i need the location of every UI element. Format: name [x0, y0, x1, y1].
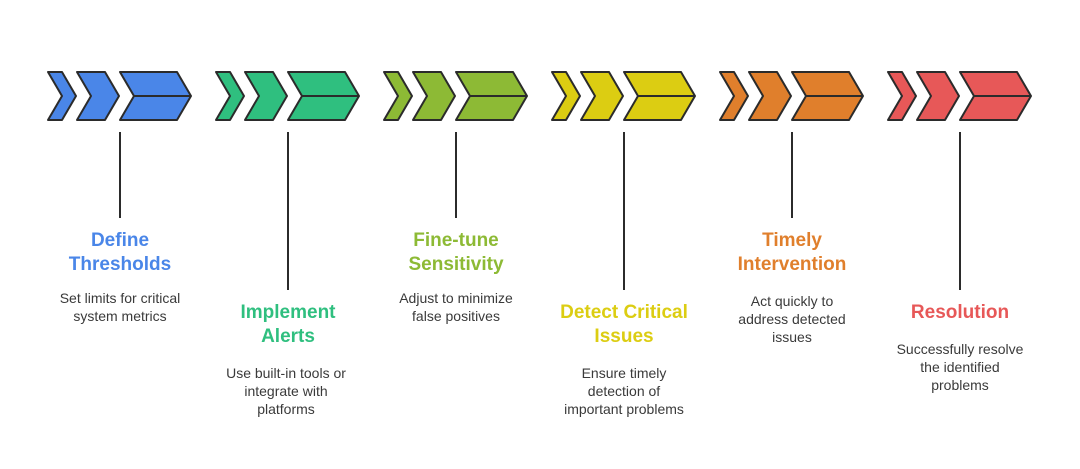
chevron-small-1	[215, 71, 245, 121]
connector-line	[959, 132, 961, 290]
chevron-arrow-icon	[551, 71, 696, 121]
chevron-small-2	[748, 71, 792, 121]
step-title: Fine-tune Sensitivity	[408, 230, 504, 275]
step-description: Adjust to minimize false positives	[399, 290, 513, 324]
connector-line	[455, 132, 457, 218]
connector-line	[791, 132, 793, 218]
chevron-large	[791, 71, 864, 121]
chevron-large	[623, 71, 696, 121]
connector-line	[623, 132, 625, 290]
chevron-small-1	[383, 71, 413, 121]
step-title: Define Thresholds	[68, 230, 172, 275]
chevron-small-2	[244, 71, 288, 121]
connector-line	[119, 132, 121, 218]
step-description: Ensure timely detection of important pro…	[564, 365, 684, 417]
step-description: Act quickly to address detected issues	[738, 293, 846, 345]
chevron-arrow-icon	[719, 71, 864, 121]
chevron-large	[959, 71, 1032, 121]
step-title: Timely Intervention	[737, 230, 847, 275]
chevron-small-2	[580, 71, 624, 121]
step-title: Resolution	[910, 302, 1010, 323]
step-title: Implement Alerts	[240, 302, 336, 347]
step-title: Detect Critical Issues	[560, 302, 688, 347]
chevron-arrow-icon	[383, 71, 528, 121]
chevron-large	[119, 71, 192, 121]
chevron-small-1	[719, 71, 749, 121]
connector-line	[287, 132, 289, 290]
chevron-small-2	[76, 71, 120, 121]
chevron-small-1	[551, 71, 581, 121]
step-description: Successfully resolve the identified prob…	[896, 341, 1024, 393]
chevron-small-1	[887, 71, 917, 121]
chevron-large	[287, 71, 360, 121]
step-description: Use built-in tools or integrate with pla…	[226, 365, 346, 417]
chevron-small-2	[412, 71, 456, 121]
chevron-arrow-icon	[215, 71, 360, 121]
chevron-arrow-icon	[887, 71, 1032, 121]
chevron-small-2	[916, 71, 960, 121]
chevron-arrow-icon	[47, 71, 192, 121]
chevron-large	[455, 71, 528, 121]
chevron-small-1	[47, 71, 77, 121]
step-description: Set limits for critical system metrics	[59, 290, 181, 324]
